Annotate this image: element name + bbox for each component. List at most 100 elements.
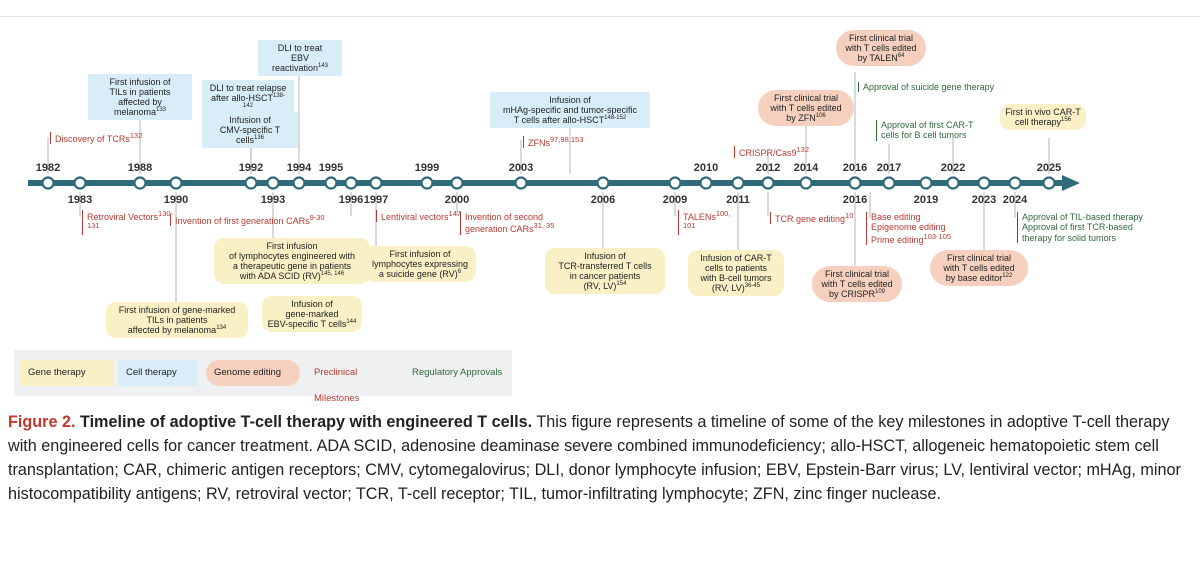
event-ref: 10 <box>845 211 854 220</box>
event-text: First infusion of gene-marked TILs in pa… <box>118 305 236 336</box>
event-crispr: CRISPR/Cas9132 <box>734 145 819 159</box>
event-ref: 156 <box>1061 117 1072 124</box>
event-ref: 97,98,153 <box>550 135 584 144</box>
event-text: First clinical trial with T cells edited… <box>770 93 842 124</box>
year-node-2017-above <box>882 176 896 190</box>
event-ref: 36-45 <box>744 283 761 290</box>
event-text: First clinical trial with T cells edited… <box>845 33 917 64</box>
figure-caption: Figure 2. Timeline of adoptive T-cell th… <box>8 410 1193 506</box>
year-node-1983-below <box>73 176 87 190</box>
legend-cell-therapy: Cell therapy <box>118 360 198 386</box>
event-ref: 147 <box>448 209 462 218</box>
year-label-2010-above: 2010 <box>694 162 718 174</box>
event-text: Approval of suicide gene therapy <box>863 82 995 92</box>
legend-gene-therapy: Gene therapy <box>20 360 114 386</box>
event-text: Infusion of mHAg-specific and tumor-spec… <box>502 95 638 126</box>
legend-regulatory: Regulatory Approvals <box>412 367 503 378</box>
event-text: Invention of first generation CARs <box>175 216 310 226</box>
event-text: Invention of second generation CARs <box>465 212 544 235</box>
year-node-1996-below <box>344 176 358 190</box>
event-mhag: Infusion of mHAg-specific and tumor-spec… <box>490 92 650 129</box>
event-cart-approval: Approval of first CAR-T cells for B cell… <box>876 120 991 141</box>
event-zfn-trial: First clinical trial with T cells edited… <box>758 90 854 127</box>
event-first-car: Invention of first generation CARs9-30 <box>170 213 335 227</box>
event-text: TALENs <box>683 212 716 222</box>
year-node-1993-below <box>266 176 280 190</box>
event-talens: TALENs100, 101 <box>678 209 733 235</box>
event-text: First infusion of lymphocytes engineered… <box>228 241 356 282</box>
event-gene-marked-til: First infusion of gene-marked TILs in pa… <box>106 302 248 339</box>
year-node-1988-above <box>133 176 147 190</box>
event-cart-b-cell: Infusion of CAR-T cells to patients with… <box>688 250 784 297</box>
event-dli-relapse: DLI to treat relapse after allo-HSCT138-… <box>202 80 294 117</box>
event-ref: 134 <box>216 325 227 332</box>
event-ref: 6 <box>457 269 462 276</box>
year-node-2012-above <box>761 176 775 190</box>
year-node-1990-below <box>169 176 183 190</box>
year-label-1995-above: 1995 <box>319 162 343 174</box>
year-node-2003-above <box>514 176 528 190</box>
year-label-2024-below: 2024 <box>1003 194 1028 206</box>
event-text: First clinical trial with T cells edited… <box>943 253 1015 284</box>
year-node-2023-below <box>977 176 991 190</box>
event-talen-trial: First clinical trial with T cells edited… <box>836 30 926 67</box>
top-divider <box>0 16 1200 17</box>
event-text: Approval of TIL-based therapy Approval o… <box>1022 212 1143 243</box>
year-node-2022-above <box>946 176 960 190</box>
year-node-2019-below <box>919 176 933 190</box>
year-node-2000-below <box>450 176 464 190</box>
year-node-1999-above <box>420 176 434 190</box>
event-text: Lentiviral vectors <box>381 212 449 222</box>
event-suicide-gene: First infusion of lymphocytes expressing… <box>364 246 476 283</box>
event-text: Infusion of CAR-T cells to patients with… <box>700 253 772 294</box>
year-node-2009-below <box>668 176 682 190</box>
year-label-1999-above: 1999 <box>415 162 439 174</box>
year-node-2024-below <box>1008 176 1022 190</box>
event-text: Infusion of TCR-transferred T cells in c… <box>558 251 652 292</box>
event-ref: 143 <box>318 63 329 70</box>
event-ref: 31, 35 <box>533 221 555 231</box>
year-node-2016-below <box>848 176 862 190</box>
event-til-approval: Approval of TIL-based therapy Approval o… <box>1017 212 1172 244</box>
year-node-2011-below <box>731 176 745 190</box>
event-retroviral: Retroviral Vectors130-131 <box>82 209 183 235</box>
event-ref: 132 <box>129 131 143 140</box>
event-crispr-trial: First clinical trial with T cells edited… <box>812 266 902 303</box>
event-ref: 106 <box>815 113 826 120</box>
year-node-2006-below <box>596 176 610 190</box>
event-ebv-marked: Infusion of gene-marked EBV-specific T c… <box>262 296 362 333</box>
event-base-editing: Base editing Epigenome editing Prime edi… <box>866 212 961 246</box>
event-text: DLI to treat relapse after allo-HSCT <box>209 83 287 104</box>
caption-body: This figure represents a timeline of som… <box>8 413 1181 503</box>
event-text: Discovery of TCRs <box>55 134 130 144</box>
timeline-arrow <box>1062 175 1080 191</box>
year-node-1995-above <box>324 176 338 190</box>
event-text: Infusion of CMV-specific T cells <box>219 115 281 146</box>
event-ref: 122 <box>1002 273 1013 280</box>
caption-label: Figure 2. <box>8 413 76 431</box>
event-ref: 132 <box>796 145 810 154</box>
event-ref: 145, 146 <box>320 271 345 278</box>
event-suicide-approval: Approval of suicide gene therapy <box>858 82 1013 93</box>
event-text: TCR gene editing <box>775 214 846 224</box>
event-invivo-cart: First in vivo CAR-T cell therapy156 <box>1000 104 1086 131</box>
event-text: First infusion of lymphocytes expressing… <box>371 249 469 280</box>
event-lentiviral: Lentiviral vectors147 <box>376 209 465 223</box>
year-node-1982-above <box>41 176 55 190</box>
legend: Gene therapy Cell therapy Genome editing… <box>14 350 512 404</box>
year-node-2014-above <box>799 176 813 190</box>
event-tcr-editing: TCR gene editing10 <box>770 211 855 225</box>
event-ref: 144 <box>346 319 357 326</box>
event-ref: 136 <box>254 135 265 142</box>
event-ref: 133 <box>156 107 167 114</box>
event-til-melanoma: First infusion of TILs in patients affec… <box>88 74 192 121</box>
event-text: Infusion of gene-marked EBV-specific T c… <box>267 299 347 330</box>
event-ref: 9-30 <box>309 213 325 222</box>
legend-preclinical: Preclinical Milestones <box>314 367 360 404</box>
year-node-1997-below <box>369 176 383 190</box>
year-label-2014-above: 2014 <box>794 162 819 174</box>
event-text: First in vivo CAR-T cell therapy <box>1005 107 1081 128</box>
event-ref: 109 <box>875 289 886 296</box>
event-ref: 138-142 <box>242 93 286 110</box>
